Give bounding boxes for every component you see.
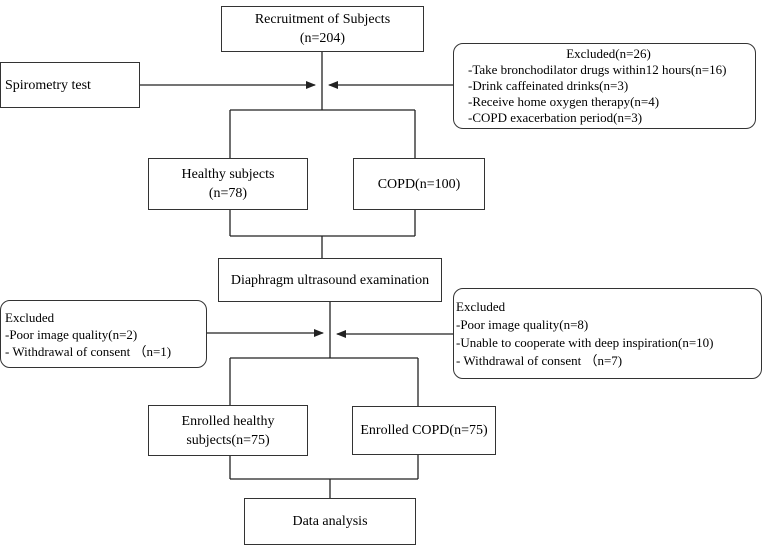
healthy-count: (n=78) (208, 186, 248, 201)
spirometry-box: Spirometry test (0, 62, 140, 108)
excluded-2-title: Excluded (5, 309, 55, 325)
data-analysis-label: Data analysis (292, 514, 368, 529)
excluded-box-2: Excluded -Poor image quality(n=2) - With… (0, 300, 207, 368)
copd-box: COPD(n=100) (353, 158, 485, 210)
excluded-1-item: -Take bronchodilator drugs within12 hour… (468, 62, 727, 77)
recruitment-count: (n=204) (299, 31, 346, 46)
excluded-3-item: -Unable to cooperate with deep inspirati… (456, 334, 714, 350)
recruitment-title: Recruitment of Subjects (254, 12, 391, 27)
enrolled-copd-box: Enrolled COPD(n=75) (352, 406, 496, 455)
excluded-3-item: -Poor image quality(n=8) (456, 316, 589, 332)
enrolled-healthy-line2: subjects(n=75) (186, 432, 270, 448)
excluded-box-1: Excluded(n=26) -Take bronchodilator drug… (453, 43, 756, 129)
data-analysis-box: Data analysis (244, 498, 416, 545)
spirometry-label: Spirometry test (5, 77, 91, 93)
ultrasound-label: Diaphragm ultrasound examination (230, 272, 430, 288)
excluded-2-item: - Withdrawal of consent （n=1) (5, 343, 172, 359)
enrolled-healthy-box: Enrolled healthy subjects(n=75) (148, 405, 308, 456)
ultrasound-box: Diaphragm ultrasound examination (218, 258, 442, 302)
excluded-1-item: -Drink caffeinated drinks(n=3) (468, 78, 629, 93)
healthy-title: Healthy subjects (181, 167, 275, 182)
excluded-2-item: -Poor image quality(n=2) (5, 326, 138, 342)
enrolled-healthy-line1: Enrolled healthy (181, 413, 275, 429)
excluded-1-title: Excluded(n=26) (566, 46, 651, 61)
enrolled-copd-label: Enrolled COPD(n=75) (360, 423, 488, 438)
excluded-box-3: Excluded -Poor image quality(n=8) -Unabl… (453, 288, 762, 379)
copd-label: COPD(n=100) (377, 176, 461, 192)
excluded-1-item: -COPD exacerbation period(n=3) (468, 110, 643, 125)
excluded-3-title: Excluded (456, 298, 506, 314)
recruitment-box: Recruitment of Subjects (n=204) (221, 6, 424, 52)
excluded-1-item: -Receive home oxygen therapy(n=4) (468, 94, 660, 109)
excluded-3-item: - Withdrawal of consent （n=7) (456, 352, 623, 368)
healthy-subjects-box: Healthy subjects (n=78) (148, 158, 308, 210)
